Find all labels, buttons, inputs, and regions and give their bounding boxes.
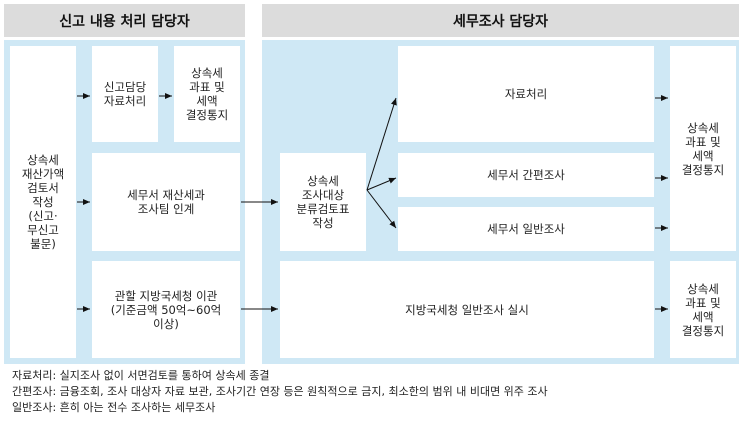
footnotes: 자료처리: 실지조사 없이 서면검토를 통하여 상속세 종결 간편조사: 금융조… <box>12 368 548 416</box>
box-decision-notice-right-bottom: 상속세 과표 및 세액 결정통지 <box>670 261 736 358</box>
box-data-processing: 자료처리 <box>398 46 654 142</box>
box-decision-notice-right-top: 상속세 과표 및 세액 결정통지 <box>670 46 736 251</box>
box-simple-audit: 세무서 간편조사 <box>398 153 654 197</box>
footnote-simple-audit: 간편조사: 금융조회, 조사 대상자 자료 보관, 조사기간 연장 등은 원칙적… <box>12 385 548 398</box>
arrow-to-data-processing <box>366 97 397 191</box>
header-report-handler: 신고 내용 처리 담당자 <box>4 4 245 37</box>
box-audit-classification: 상속세 조사대상 분류검토표 작성 <box>280 153 366 251</box>
box-transfer-to-audit-team: 세무서 재산세과 조사팀 인계 <box>92 153 240 251</box>
box-general-audit: 세무서 일반조사 <box>398 207 654 251</box>
arrow-to-simple-audit <box>366 177 397 191</box>
header-audit-handler: 세무조사 담당자 <box>262 4 739 37</box>
box-inheritance-value-review: 상속세 재산가액 검토서 작성 (신고· 무신고 불문) <box>10 46 76 358</box>
box-transfer-to-regional-office: 관할 지방국세청 이관 (기준금액 50억~60억 이상) <box>92 261 240 358</box>
footnote-general-audit: 일반조사: 흔히 아는 전수 조사하는 세무조사 <box>12 401 216 414</box>
box-report-officer-processing: 신고담당 자료처리 <box>92 46 158 142</box>
arrow-to-general-audit <box>366 189 397 229</box>
footnote-data-processing: 자료처리: 실지조사 없이 서면검토를 통하여 상속세 종결 <box>12 369 270 382</box>
box-regional-general-audit: 지방국세청 일반조사 실시 <box>280 261 654 358</box>
box-decision-notice-left: 상속세 과표 및 세액 결정통지 <box>174 46 240 142</box>
